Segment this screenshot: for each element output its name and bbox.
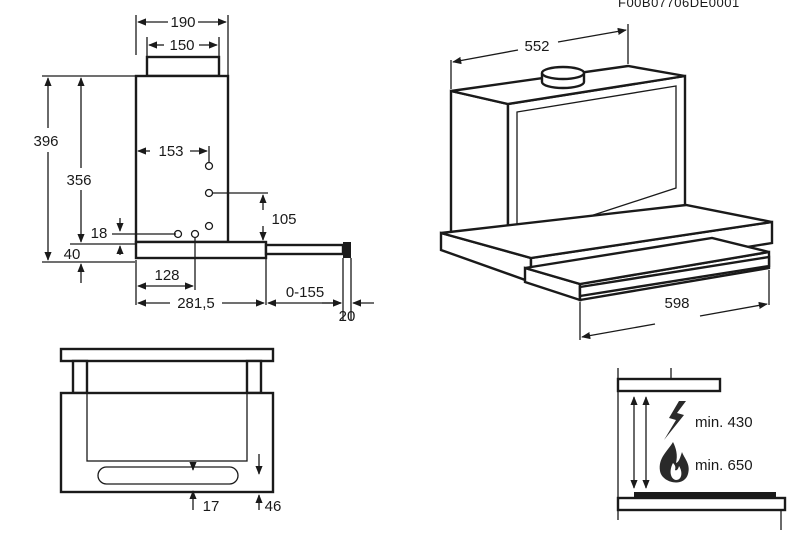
dim-depth-128: 128 (154, 267, 179, 284)
install-view: min. 430 min. 650 (616, 368, 787, 530)
dim-height-body: 356 (66, 172, 91, 189)
dim-handle-17: 17 (203, 498, 220, 515)
outlet-spigot (145, 55, 221, 78)
dim-slide-range: 0-155 (286, 284, 324, 301)
clearance-gas: min. 650 (695, 457, 753, 474)
clearance-electric: min. 430 (695, 414, 753, 431)
electric-icon (664, 401, 686, 440)
dim-width-top: 190 (170, 14, 195, 31)
dim-iso-depth: 552 (524, 38, 549, 55)
iso-view: 552 598 (439, 24, 774, 340)
dim-height-total: 396 (33, 133, 58, 150)
dim-handle-46: 46 (265, 498, 282, 515)
hood-base (134, 240, 268, 260)
drawer-handle (97, 466, 239, 485)
slide-rail (264, 243, 345, 256)
dim-front: 20 (339, 308, 356, 325)
dim-iso-width: 598 (664, 295, 689, 312)
flame-icon (659, 442, 689, 483)
dim-hole-height: 105 (271, 211, 296, 228)
outlet-cylinder (540, 65, 586, 90)
dim-width-outlet: 150 (169, 37, 194, 54)
dim-base: 40 (64, 246, 81, 263)
dim-depth-281: 281,5 (177, 295, 215, 312)
side-view: 190 150 396 356 40 153 105 (33, 14, 374, 325)
reference-code: F00B07706DE0001 (618, 0, 740, 10)
chimney-body (134, 74, 230, 244)
front-panel (343, 242, 351, 258)
front-view: 17 46 (59, 347, 282, 515)
dim-offset-holes: 153 (158, 143, 183, 160)
dim-hole-small: 18 (91, 225, 108, 242)
